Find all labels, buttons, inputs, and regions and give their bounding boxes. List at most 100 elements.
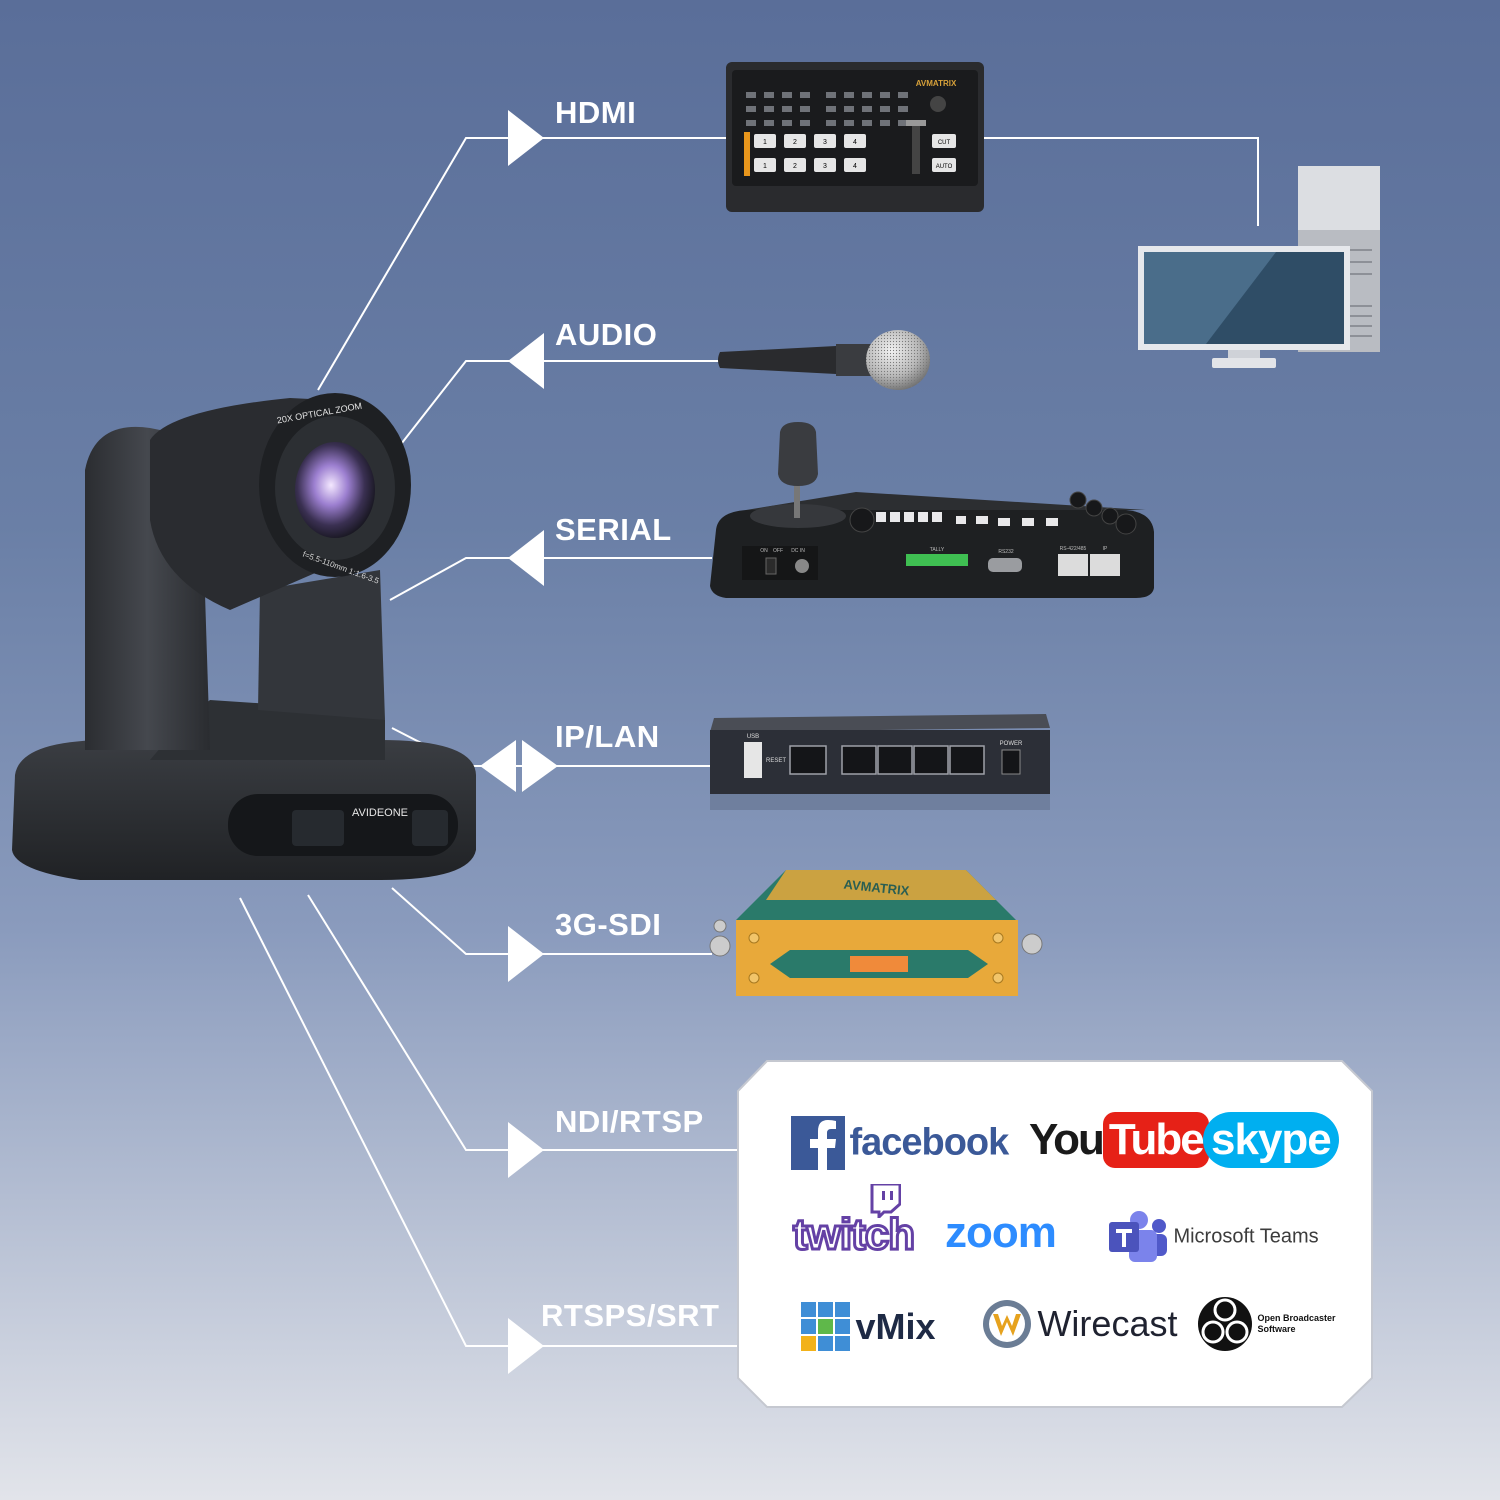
ndi-arrow-icon	[508, 1122, 544, 1178]
pgm-btn-4: 4	[853, 139, 857, 146]
obs-icon	[1198, 1297, 1252, 1351]
iplan-arrow-left-icon	[480, 740, 516, 792]
video-switcher: AVMATRIX 1 2 3 4 1 2 3 4 CUT	[726, 62, 984, 212]
label-hdmi: HDMI	[555, 95, 637, 130]
sdi-brand: AVMATRIX	[843, 877, 910, 899]
twitch-text: twitch	[791, 1209, 916, 1261]
controller-dc-jack	[795, 559, 809, 573]
obs-text-line1: Open Broadcaster	[1257, 1313, 1336, 1323]
controller-top	[746, 492, 1146, 510]
auto-button	[932, 158, 956, 172]
skype-text: skype	[1203, 1112, 1339, 1168]
microphone	[718, 330, 930, 390]
facebook-text: facebook	[849, 1121, 1009, 1164]
switch-power-jack	[1001, 749, 1021, 775]
ip-port	[1090, 554, 1120, 576]
obs-text-line2: Software	[1257, 1324, 1296, 1334]
t-bar	[906, 120, 926, 126]
wirecast-logo: Wirecast	[981, 1298, 1177, 1350]
auto-label: AUTO	[936, 164, 953, 170]
teams-text: Microsoft Teams	[1173, 1225, 1319, 1248]
wirecast-text: Wirecast	[1037, 1303, 1178, 1344]
sdi-top-highlight	[766, 870, 996, 900]
audio-wire	[397, 360, 722, 449]
switch-top	[710, 714, 1050, 732]
controller-power-switch	[765, 557, 777, 575]
network-switch: USB RESET POWER	[710, 714, 1050, 810]
ip-label: IP	[1103, 546, 1108, 552]
switch-lan-ports	[789, 745, 985, 775]
joystick-shaft	[794, 480, 800, 518]
serial-arrow-icon	[508, 530, 544, 586]
camera-brand: AVIDEONE	[352, 807, 408, 819]
monitor-stand	[1212, 358, 1276, 368]
monitor-neck	[1228, 350, 1260, 358]
rs232-port	[988, 558, 1022, 572]
switch-reflection	[710, 794, 1050, 810]
pvw-btn-3: 3	[823, 163, 827, 170]
label-audio: AUDIO	[555, 317, 658, 352]
mic-mesh	[866, 330, 930, 390]
t-bar-slot	[912, 124, 920, 174]
monitor-glare	[1144, 252, 1276, 344]
srt-arrow-icon	[508, 1318, 544, 1374]
tally-terminal	[906, 554, 968, 566]
obs-logo: Open Broadcaster Software	[1197, 1296, 1335, 1352]
pgm-btn-3: 3	[823, 139, 827, 146]
twitch-glitch-icon	[870, 1184, 901, 1218]
joystick-knob	[778, 422, 818, 486]
label-serial: SERIAL	[555, 512, 672, 547]
pvw-btn-4: 4	[853, 163, 857, 170]
controller-knobs	[849, 491, 1137, 535]
switcher-bus-stripe	[744, 132, 750, 176]
switch-usb-label: USB	[747, 734, 759, 740]
label-iplan: IP/LAN	[555, 719, 660, 754]
switcher-small-buttons	[746, 92, 908, 126]
vmix-grid-icon	[801, 1302, 850, 1351]
youtube-you-text: You	[1029, 1115, 1105, 1164]
iplan-arrow-right-icon	[522, 740, 558, 792]
zoom-logo: zoom	[945, 1208, 1057, 1258]
rs422-label: RS-422/485	[1060, 546, 1087, 552]
serial-wire	[389, 557, 712, 601]
hdmi-switcher-to-pc-wire	[983, 137, 1259, 226]
switcher-brand: AVMATRIX	[916, 79, 957, 88]
switcher-pgm-row: 1 2 3 4	[754, 134, 866, 148]
rs232-label: RS232	[998, 549, 1014, 555]
cut-label: CUT	[938, 140, 951, 146]
pgm-btn-2: 2	[793, 139, 797, 146]
switcher-pvw-row: 1 2 3 4	[754, 158, 866, 172]
switcher-knob	[930, 96, 946, 112]
label-3g-sdi: 3G-SDI	[555, 907, 662, 942]
sdi-converter: AVMATRIX	[709, 870, 1043, 996]
pvw-btn-2: 2	[793, 163, 797, 170]
sdi-arrow-icon	[508, 926, 544, 982]
srt-wire	[239, 897, 737, 1347]
pvw-btn-1: 1	[763, 163, 767, 170]
switch-usb-port	[744, 742, 762, 778]
controller-off-label: OFF	[773, 548, 783, 554]
switch-power-label: POWER	[1000, 741, 1023, 747]
controller-keys	[876, 512, 1058, 526]
sdi-screws	[748, 932, 1004, 984]
hdmi-arrow-icon	[508, 110, 544, 166]
pgm-btn-1: 1	[763, 139, 767, 146]
sdi-dip-switch	[850, 956, 908, 972]
camera-arm-right	[258, 570, 385, 720]
tally-label: TALLY	[930, 547, 945, 553]
wirecast-icon	[983, 1300, 1031, 1348]
youtube-tube-text: Tube	[1102, 1112, 1209, 1168]
ptz-camera: AVIDEONE 20X OPTICAL ZOOM f=5.5-110mm 1:…	[12, 393, 476, 880]
audio-arrow-icon	[508, 333, 544, 389]
sdi-wire	[391, 887, 712, 955]
switch-reset-label: RESET	[766, 758, 786, 764]
cut-button	[932, 134, 956, 148]
vmix-logo: vMix	[801, 1302, 936, 1352]
teams-logo: Microsoft Teams	[1107, 1210, 1319, 1264]
sdi-bnc-connectors	[709, 919, 1043, 957]
vmix-text: vMix	[855, 1306, 936, 1347]
